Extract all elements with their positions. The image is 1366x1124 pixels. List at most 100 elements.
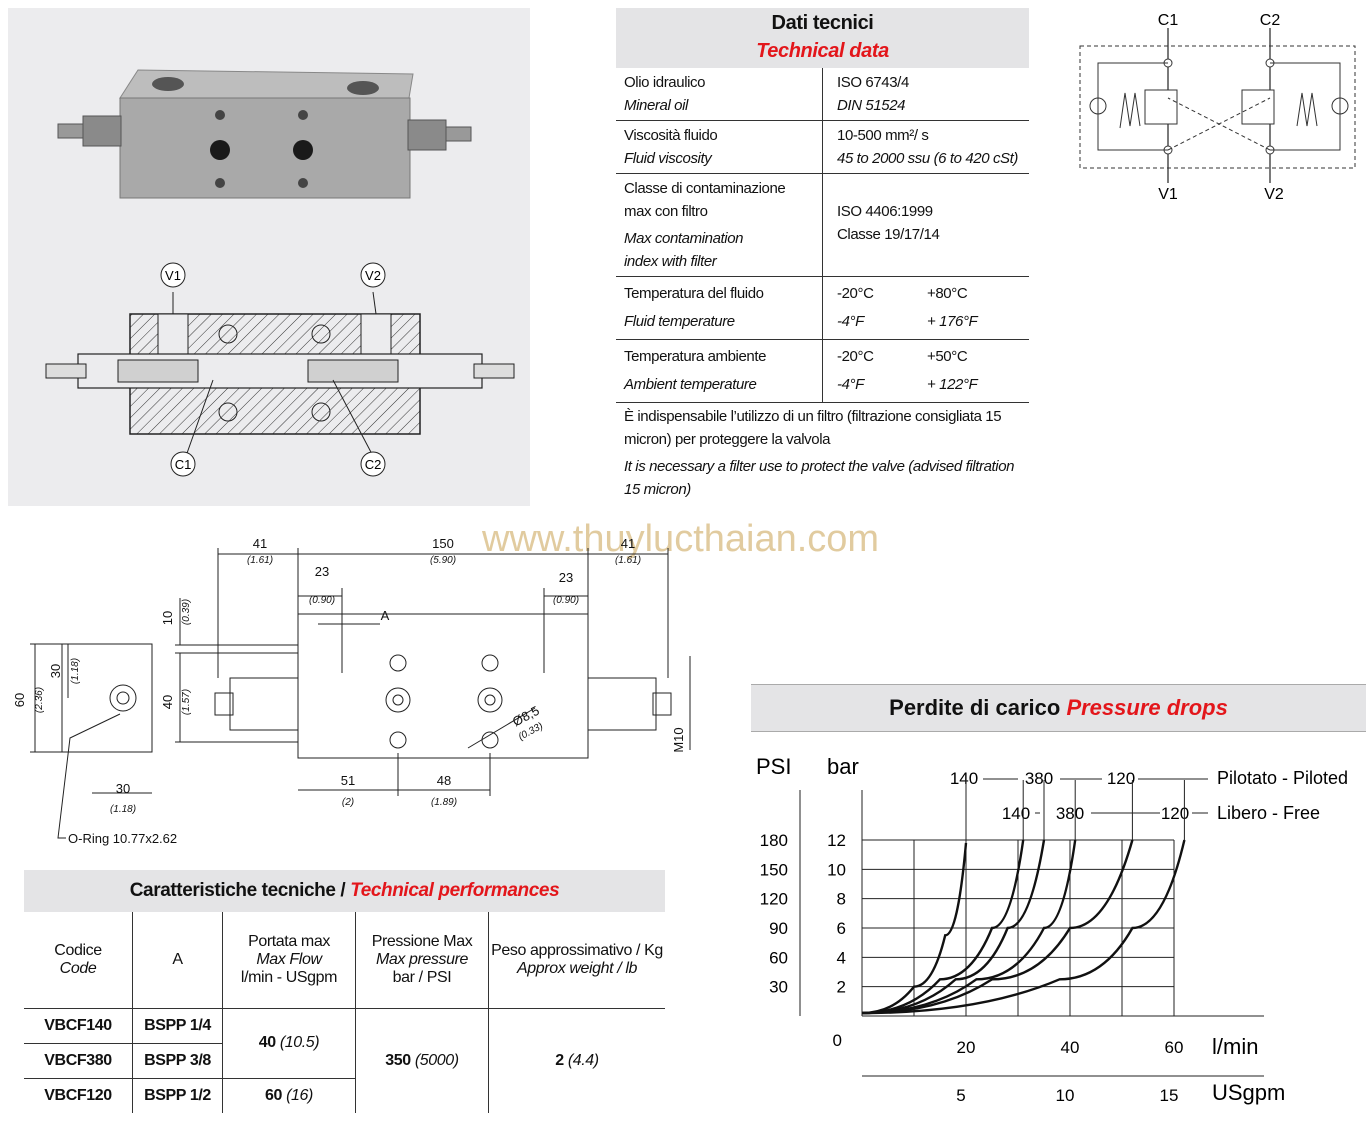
dim-51: 51: [341, 773, 355, 788]
x2-tick-label: 5: [956, 1086, 965, 1105]
dim-thread-m10: M10: [671, 727, 686, 752]
row-label-2: max con filtro: [624, 203, 708, 220]
dim-23-right-in: (0.90): [553, 595, 579, 606]
ambient-min-f: -4°F: [837, 376, 864, 393]
y-tick-label-psi: 30: [769, 978, 788, 997]
ambient-max-f: + 122°F: [927, 376, 978, 393]
dim-41-left: 41: [253, 536, 267, 551]
temp-min-c: -20°C: [837, 285, 874, 302]
flow-cell-1: 40 (10.5): [222, 1007, 356, 1079]
x2-tick-label: 10: [1056, 1086, 1075, 1105]
dim-10-in: (0.39): [181, 599, 192, 625]
pressure-cell: 350 (5000): [355, 1007, 489, 1113]
filter-note-en: It is necessary a filter use to protect …: [624, 458, 1015, 498]
row-code: VBCF140: [24, 1007, 133, 1044]
schematic-label-v2: V2: [1264, 186, 1284, 203]
technical-data-header: Dati tecnici Technical data: [616, 8, 1029, 68]
dim-51-in: (2): [342, 797, 354, 808]
legend-piloted-120: 120: [1107, 769, 1135, 788]
y-tick-label-psi: 90: [769, 919, 788, 938]
dim-150: 150: [432, 536, 454, 551]
section-label-v2: V2: [365, 268, 381, 283]
y-tick-label-bar: 8: [837, 890, 846, 909]
series-curve: [861, 839, 1134, 1015]
y-tick-label-psi: 120: [760, 890, 788, 909]
dim-60-in: (2.36): [34, 687, 45, 713]
row-value: ISO 6743/4: [837, 74, 909, 91]
product-photo-panel: V1 V2 C1 C2: [8, 8, 530, 506]
legend-piloted-380: 380: [1025, 769, 1053, 788]
valve-section-drawing: V1 V2 C1 C2: [45, 262, 515, 477]
technical-performances-table: Caratteristiche tecniche / Technical per…: [24, 870, 665, 1113]
row-port: BSPP 3/8: [132, 1042, 223, 1079]
row-value: ISO 4406:1999: [837, 203, 933, 220]
dim-30-horizontal-in: (1.18): [110, 804, 136, 815]
ambient-max-c: +50°C: [927, 348, 968, 365]
valve-illustration: V1 V2 C1 C2: [45, 69, 515, 477]
ambient-min-c: -20°C: [837, 348, 874, 365]
row-label: Temperatura del fluido: [624, 285, 764, 302]
perf-title-it: Caratteristiche tecniche /: [129, 880, 351, 901]
y-tick-label-bar: 10: [827, 860, 846, 879]
y-axis-label-bar: bar: [827, 754, 859, 779]
legend-piloted-140: 140: [950, 769, 978, 788]
y-tick-label-bar: 12: [827, 831, 846, 850]
x2-axis-label: USgpm: [1212, 1080, 1285, 1105]
dim-30-vertical-in: (1.18): [70, 658, 81, 684]
dim-30-vertical: 30: [48, 664, 63, 678]
dim-48: 48: [437, 773, 451, 788]
chart-title: Perdite di carico Pressure drops: [751, 684, 1366, 732]
section-label-c1: C1: [175, 457, 192, 472]
table-row: VBCF380 BSPP 3/8: [24, 1042, 665, 1079]
row-value-2: Classe 19/17/14: [837, 226, 940, 243]
row-label: Viscosità fluido: [624, 127, 718, 144]
x-tick-label: 40: [1061, 1038, 1080, 1057]
temp-max-c: +80°C: [927, 285, 968, 302]
tech-title-it: Dati tecnici: [771, 12, 874, 34]
watermark: www.thuylucthaian.com: [482, 518, 880, 560]
row-label-en: Mineral oil: [624, 97, 688, 114]
perf-header: Caratteristiche tecniche / Technical per…: [24, 870, 665, 912]
filter-note-it: È indispensabile l’utilizzo di un filtro…: [624, 408, 1002, 448]
dim-23-left-in: (0.90): [309, 595, 335, 606]
row-label-en: Fluid temperature: [624, 313, 735, 330]
schematic-label-c1: C1: [1158, 12, 1179, 29]
table-row: VBCF140 BSPP 1/4 40 (10.5) 350 (5000) 2 …: [24, 1007, 665, 1113]
legend-free-380: 380: [1056, 804, 1084, 823]
y-tick-label-psi: 150: [760, 860, 788, 879]
legend-free-label: Libero - Free: [1217, 803, 1320, 823]
row-label-en: Max contamination: [624, 230, 744, 247]
technical-data-table: Dati tecnici Technical data Olio idrauli…: [616, 8, 1029, 501]
x-tick-label: 20: [957, 1038, 976, 1057]
row-label: Olio idraulico: [624, 74, 706, 91]
temp-min-f: -4°F: [837, 313, 864, 330]
row-label-en-2: index with filter: [624, 253, 717, 270]
dim-a: A: [381, 608, 390, 623]
series-curve: [861, 839, 1025, 1015]
flow-cell-2: 60 (16): [222, 1077, 356, 1113]
row-label: Temperatura ambiente: [624, 348, 767, 365]
table-row: Classe di contaminazione max con filtro …: [616, 174, 1029, 277]
y-axis-label-psi: PSI: [756, 754, 791, 779]
row-label: Classe di contaminazione: [624, 180, 786, 197]
tech-title-en: Technical data: [756, 40, 889, 62]
row-port: BSPP 1/2: [132, 1077, 223, 1113]
y-tick-label-psi: 60: [769, 948, 788, 967]
perf-title-en: Technical performances: [350, 880, 560, 901]
col-header-a: A: [132, 912, 223, 1009]
dim-41-left-in: (1.61): [247, 555, 273, 566]
oring-label: O-Ring 10.77x2.62: [68, 831, 177, 846]
series-curve: [861, 839, 1077, 1015]
temp-max-f: + 176°F: [927, 313, 978, 330]
dim-40: 40: [160, 695, 175, 709]
dim-41-right-in: (1.61): [615, 555, 641, 566]
section-label-v1: V1: [165, 268, 181, 283]
series-curve: [861, 839, 1186, 1015]
